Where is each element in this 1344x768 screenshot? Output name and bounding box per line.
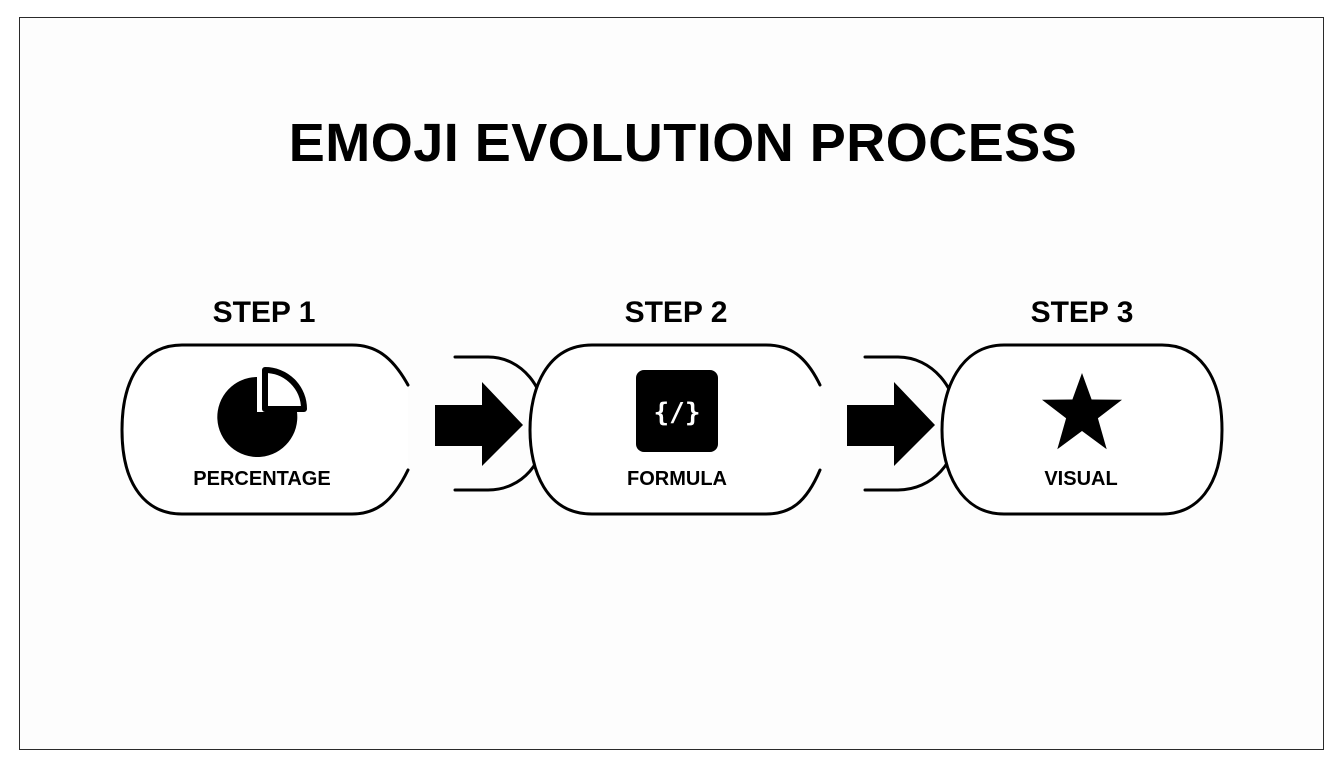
step-1-label: STEP 1 [212, 296, 316, 329]
step-3-title: VISUAL [1044, 468, 1118, 490]
star-icon [1042, 373, 1122, 450]
page-title: EMOJI EVOLUTION PROCESS [288, 113, 1078, 173]
step-2-title: FORMULA [627, 468, 727, 490]
arrow-right-icon [435, 382, 523, 466]
code-icon-glyph: {/} [654, 398, 701, 428]
step-3-label: STEP 3 [1030, 296, 1134, 329]
step-2-label: STEP 2 [624, 296, 728, 329]
arrow-right-icon [847, 382, 935, 466]
code-icon: {/} [636, 370, 718, 452]
step-1-title: PERCENTAGE [193, 468, 331, 490]
pie-chart-icon [217, 367, 307, 457]
